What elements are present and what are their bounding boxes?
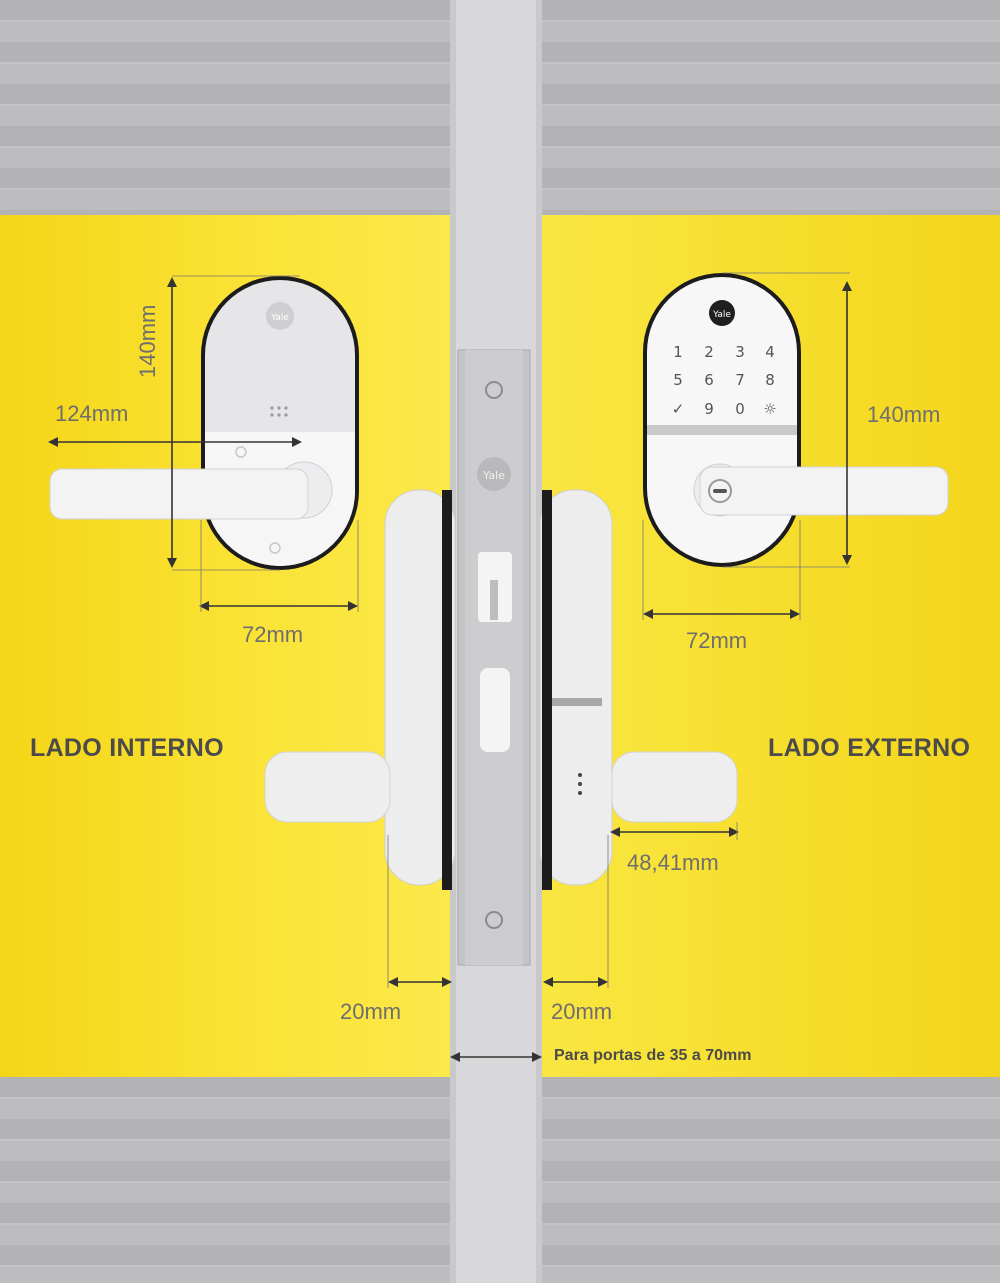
external-height-label: 140mm bbox=[867, 402, 941, 427]
indicator-dots-icon bbox=[578, 773, 582, 795]
keypad: 1 2 3 4 5 6 7 8 ✓ 9 0 ☼ bbox=[672, 343, 777, 418]
yale-logo-icon bbox=[709, 300, 735, 326]
outer-offset-label: 20mm bbox=[551, 999, 613, 1024]
keypad-key[interactable]: 6 bbox=[704, 371, 714, 389]
brand-logo-text: Yale bbox=[482, 469, 505, 482]
yale-logo-icon bbox=[266, 302, 294, 330]
keypad-key[interactable]: 2 bbox=[704, 343, 714, 361]
door-edge-shadow-right bbox=[536, 0, 542, 1283]
internal-side-title: LADO INTERNO bbox=[30, 734, 224, 762]
keypad-key[interactable]: 7 bbox=[735, 371, 745, 389]
dimension-lines bbox=[48, 272, 852, 1062]
brand-logo-text: Yale bbox=[712, 310, 731, 320]
yale-logo-icon bbox=[477, 457, 511, 491]
knob-depth-label: 48,41mm bbox=[627, 850, 719, 875]
keypad-key[interactable]: ✓ bbox=[672, 400, 685, 418]
keypad-key[interactable]: 9 bbox=[704, 400, 714, 418]
brand-logo-text: Yale bbox=[270, 313, 289, 323]
external-unit: Yale 1 2 3 4 5 6 7 8 ✓ 9 0 ☼ bbox=[643, 273, 949, 567]
inner-offset-label: 20mm bbox=[340, 999, 402, 1024]
keypad-key[interactable]: 0 bbox=[735, 400, 745, 418]
keypad-key[interactable]: 8 bbox=[765, 371, 775, 389]
speaker-grille-icon bbox=[270, 406, 288, 417]
keypad-key[interactable]: 5 bbox=[673, 371, 683, 389]
internal-height-label: 140mm bbox=[135, 305, 160, 378]
internal-unit: Yale bbox=[49, 276, 359, 570]
external-side-title: LADO EXTERNO bbox=[768, 734, 971, 762]
door-thickness-note: Para portas de 35 a 70mm bbox=[554, 1047, 752, 1064]
keypad-key[interactable]: 4 bbox=[765, 343, 775, 361]
keypad-key[interactable]: 3 bbox=[735, 343, 745, 361]
mortise-assembly: Yale bbox=[264, 349, 738, 966]
keypad-key[interactable]: 1 bbox=[673, 343, 683, 361]
keypad-key[interactable]: ☼ bbox=[763, 400, 776, 418]
internal-width-label: 72mm bbox=[242, 622, 304, 647]
internal-lever-length-label: 124mm bbox=[55, 401, 129, 426]
external-width-label: 72mm bbox=[686, 628, 748, 653]
